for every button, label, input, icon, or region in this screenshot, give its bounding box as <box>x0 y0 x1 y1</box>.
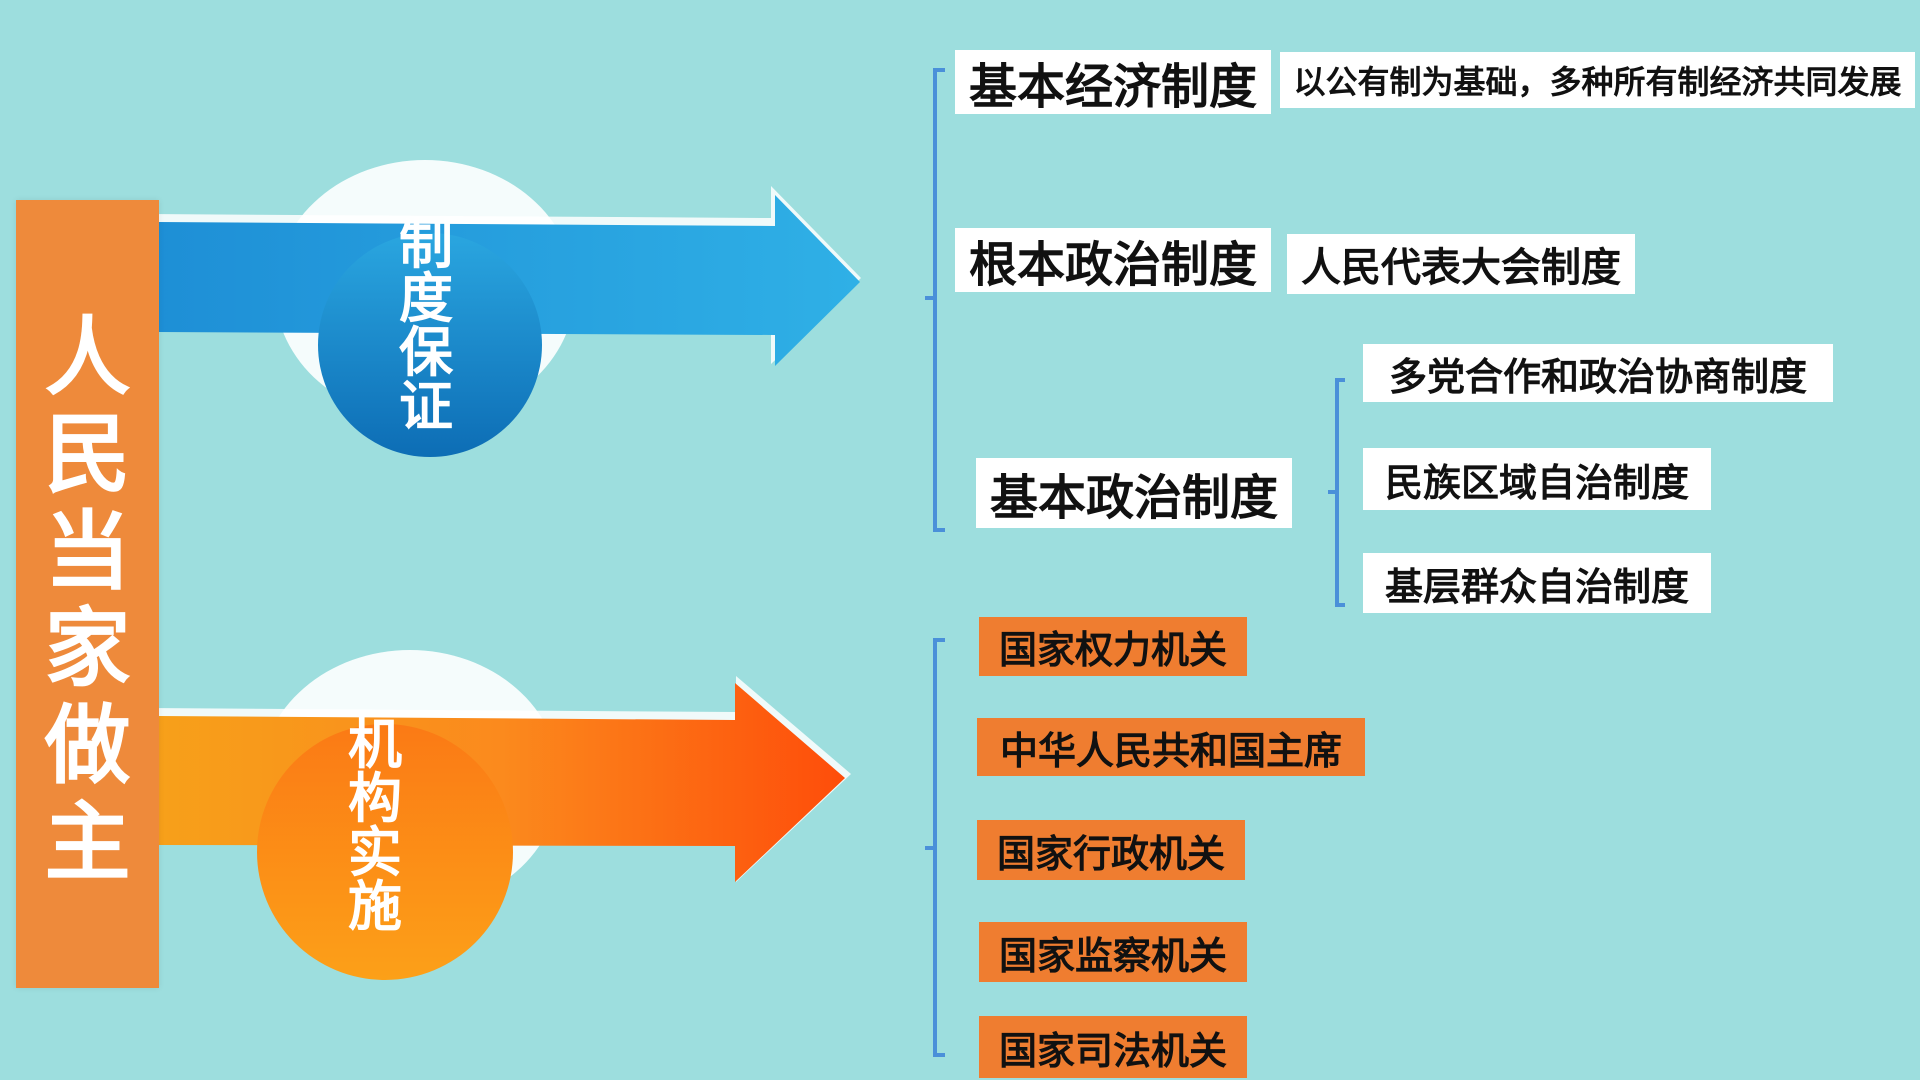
arrow-label-institutional-guarantee: 制 度 保 证 <box>391 218 461 434</box>
main-title-char: 主 <box>44 793 131 893</box>
arrow-label-char: 构 <box>348 767 402 830</box>
basic-political-system-item: 基层群众自治制度 <box>1363 553 1711 613</box>
arrow-label-char: 保 <box>399 321 453 384</box>
fundamental-political-system-desc: 人民代表大会制度 <box>1287 234 1635 294</box>
arrow-label-char: 施 <box>348 875 402 938</box>
basic-political-system-item: 民族区域自治制度 <box>1363 448 1711 510</box>
arrow-label-char: 证 <box>399 375 453 438</box>
arrow-label-char: 制 <box>399 213 453 276</box>
organ-item: 中华人民共和国主席 <box>977 718 1365 776</box>
organ-item: 国家司法机关 <box>979 1016 1247 1078</box>
main-title-bar <box>16 200 159 988</box>
bracket-organs <box>933 638 945 1057</box>
fundamental-political-system: 根本政治制度 <box>955 228 1271 293</box>
organ-item: 国家监察机关 <box>979 922 1247 982</box>
main-title-char: 家 <box>44 599 131 699</box>
bracket-basic-political <box>1335 378 1345 607</box>
arrow-institutional-guarantee <box>146 160 861 457</box>
arrow-label-char: 实 <box>348 821 402 884</box>
organ-item: 国家权力机关 <box>979 617 1247 676</box>
basic-political-system: 基本政治制度 <box>976 458 1292 528</box>
arrow-label-char: 机 <box>348 713 402 776</box>
basic-political-system-item: 多党合作和政治协商制度 <box>1363 344 1833 402</box>
main-title-char: 当 <box>44 502 131 602</box>
basic-economic-system: 基本经济制度 <box>955 50 1271 115</box>
arrow-institutional-implementation <box>146 650 851 980</box>
main-title-char: 做 <box>44 696 131 796</box>
organ-item: 国家行政机关 <box>977 820 1245 880</box>
main-title-char: 民 <box>44 405 131 505</box>
bracket-systems <box>933 68 945 532</box>
main-title-char: 人 <box>44 308 131 408</box>
arrow-label-institutional-implementation: 机 构 实 施 <box>340 718 410 934</box>
arrow-label-char: 度 <box>399 267 453 330</box>
basic-economic-system-desc: 以公有制为基础，多种所有制经济共同发展 <box>1280 52 1915 108</box>
main-title: 人 民 当 家 做 主 <box>16 310 159 892</box>
